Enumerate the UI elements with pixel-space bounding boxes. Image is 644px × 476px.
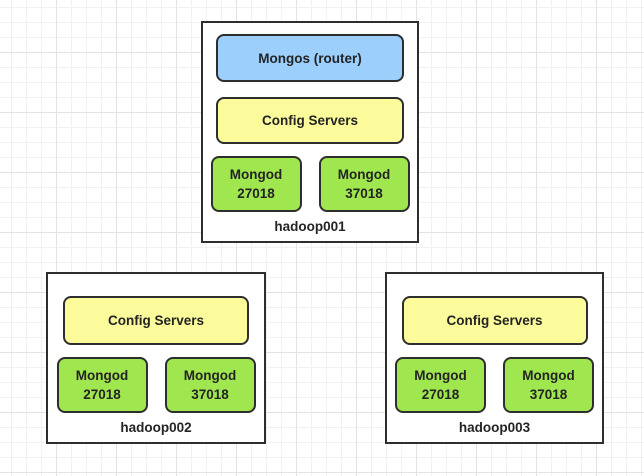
node-label-hadoop002: hadoop002	[120, 419, 192, 435]
config-servers-box[interactable]: Config Servers	[63, 296, 249, 345]
node-hadoop001[interactable]: Mongos (router) Config Servers Mongod 27…	[201, 21, 419, 243]
config-servers-label: Config Servers	[261, 113, 359, 128]
config-servers-label: Config Servers	[107, 313, 205, 328]
node-label-hadoop003: hadoop003	[458, 419, 531, 435]
mongod-row: Mongod 27018 Mongod 37018	[210, 156, 410, 212]
node-label-hadoop001: hadoop001	[274, 218, 346, 234]
node-hadoop002[interactable]: Config Servers Mongod 27018 Mongod 37018…	[46, 272, 266, 444]
config-servers-label: Config Servers	[446, 313, 543, 328]
mongod-27018-label: Mongod 27018	[75, 368, 129, 402]
mongos-router-box[interactable]: Mongos (router)	[216, 34, 404, 82]
mongod-row: Mongod 27018 Mongod 37018	[56, 357, 256, 413]
mongod-37018-box[interactable]: Mongod 37018	[503, 357, 594, 413]
mongod-37018-box[interactable]: Mongod 37018	[318, 156, 410, 212]
mongod-37018-box[interactable]: Mongod 37018	[164, 357, 256, 413]
mongod-27018-label: Mongod 27018	[229, 167, 283, 201]
mongod-37018-label: Mongod 37018	[522, 368, 575, 402]
mongod-27018-box[interactable]: Mongod 27018	[395, 357, 486, 413]
mongod-37018-label: Mongod 37018	[337, 167, 391, 201]
mongod-27018-box[interactable]: Mongod 27018	[56, 357, 148, 413]
mongod-row: Mongod 27018 Mongod 37018	[395, 357, 594, 413]
mongod-27018-label: Mongod 27018	[414, 368, 467, 402]
mongod-27018-box[interactable]: Mongod 27018	[210, 156, 302, 212]
node-hadoop003[interactable]: Config Servers Mongod 27018 Mongod 37018…	[385, 272, 604, 444]
config-servers-box[interactable]: Config Servers	[216, 97, 404, 144]
config-servers-box[interactable]: Config Servers	[401, 296, 588, 345]
mongos-router-label: Mongos (router)	[258, 50, 362, 66]
mongod-37018-label: Mongod 37018	[183, 368, 237, 402]
